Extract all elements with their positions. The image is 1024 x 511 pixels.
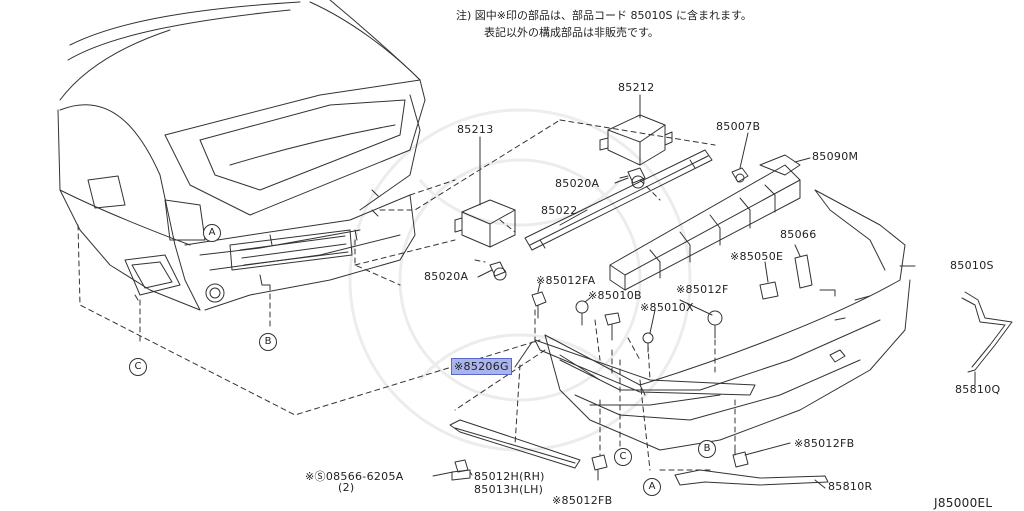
label-85010B[interactable]: ※85010B [588, 289, 642, 302]
watermark-emblem [348, 108, 692, 452]
part-85022-reinforcement[interactable] [524, 149, 713, 251]
callout-c-body: C [129, 358, 147, 376]
label-08566-quantity: (2) [338, 481, 355, 494]
callout-b-bumper: B [698, 440, 716, 458]
part-85010B-clip[interactable] [575, 300, 589, 326]
note-line-2: 表記以外の構成部品は非販売です。 [484, 26, 659, 39]
label-85090M[interactable]: 85090M [812, 150, 859, 163]
label-85213[interactable]: 85213 [457, 123, 494, 136]
part-85090M-absorber[interactable] [609, 154, 801, 291]
diagram-code: J85000EL [934, 496, 993, 510]
label-85012F[interactable]: ※85012F [676, 283, 729, 296]
label-85007B[interactable]: 85007B [716, 120, 761, 133]
callout-c-bumper: C [614, 448, 632, 466]
label-85022[interactable]: 85022 [541, 204, 578, 217]
label-85810R[interactable]: 85810R [828, 480, 873, 493]
car-body-outline [57, 0, 426, 311]
label-85020A-bottom[interactable]: 85020A [424, 270, 469, 283]
part-85020A-bolt-bottom[interactable] [489, 261, 507, 281]
label-85010S[interactable]: 85010S [950, 259, 994, 272]
part-85012FA-clip[interactable] [531, 291, 547, 319]
part-85020A-bolt-top[interactable] [619, 167, 646, 189]
part-85810R-molding[interactable] [674, 469, 829, 486]
part-85010S-bumper-fascia[interactable] [544, 189, 911, 451]
part-85012F-clip[interactable] [707, 310, 723, 339]
label-85020A-top[interactable]: 85020A [555, 177, 600, 190]
label-85010X[interactable]: ※85010X [640, 301, 694, 314]
label-08566-6205A[interactable]: ※Ⓢ08566-6205A [305, 470, 404, 483]
part-85213-bracket[interactable] [454, 199, 516, 248]
part-85810Q-molding[interactable] [961, 291, 1013, 373]
label-85012FB-bottom[interactable]: ※85012FB [552, 494, 613, 507]
label-85810Q[interactable]: 85810Q [955, 383, 1001, 396]
note-line-1: 注) 図中※印の部品は、部品コード 85010S に含まれます。 [456, 9, 752, 22]
part-85007B-clip[interactable] [731, 167, 749, 183]
label-85012FB-right[interactable]: ※85012FB [794, 437, 855, 450]
part-lower-valance[interactable] [534, 339, 756, 396]
leader-lines [432, 94, 976, 489]
label-85050E[interactable]: ※85050E [730, 250, 784, 263]
part-85066-pad[interactable] [794, 254, 813, 289]
part-85050E-clip[interactable] [759, 281, 779, 300]
callout-a-bumper: A [643, 478, 661, 496]
label-85012FA[interactable]: ※85012FA [536, 274, 596, 287]
part-85012FB-clip-right[interactable] [732, 447, 749, 468]
label-85012H[interactable]: 85012H(RH) [474, 470, 545, 483]
label-85212[interactable]: 85212 [618, 81, 655, 94]
part-08566-bolt[interactable] [451, 459, 471, 481]
label-85013H[interactable]: 85013H(LH) [474, 483, 544, 496]
part-85012FB-clip-bottom[interactable] [591, 454, 608, 481]
label-85066[interactable]: 85066 [780, 228, 817, 241]
part-85012H-bracket[interactable] [449, 419, 581, 469]
callout-a-body: A [203, 224, 221, 242]
callout-b-body: B [259, 333, 277, 351]
part-85010X-clip[interactable] [642, 332, 654, 353]
part-85010B-clip-2[interactable] [604, 312, 621, 341]
label-85206G[interactable]: ※85206G [451, 358, 512, 375]
